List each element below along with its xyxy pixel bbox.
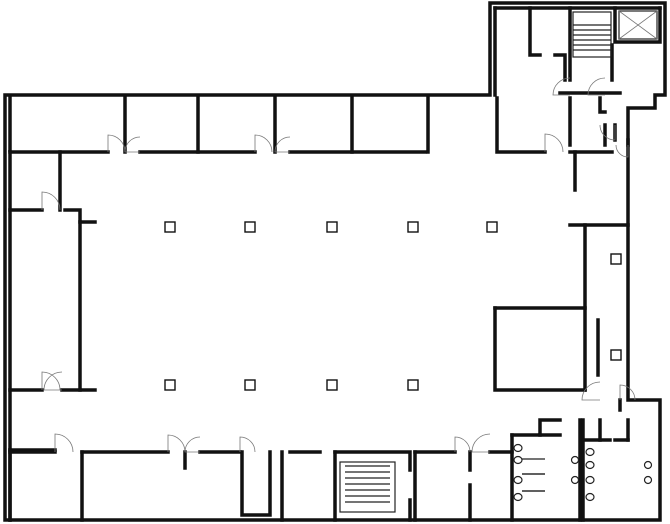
walls	[3, 1, 667, 522]
toilet	[513, 475, 523, 485]
elevator-car	[618, 10, 658, 40]
wall	[493, 306, 587, 392]
sink	[643, 475, 653, 485]
door-swing	[581, 381, 601, 401]
door-swing	[239, 436, 256, 453]
column	[326, 379, 338, 391]
door-swing	[552, 77, 571, 96]
door-swing	[41, 371, 61, 391]
sink	[643, 460, 653, 470]
toilet	[585, 447, 595, 457]
door-swing	[619, 384, 636, 401]
door-swing	[254, 134, 273, 153]
door-swing	[43, 371, 63, 391]
column	[326, 221, 338, 233]
column	[164, 379, 176, 391]
elevator	[618, 10, 658, 40]
column	[244, 221, 256, 233]
column	[164, 221, 176, 233]
toilet	[513, 443, 523, 453]
sink	[570, 455, 580, 465]
wall	[613, 6, 662, 44]
toilet	[513, 455, 523, 465]
column	[244, 379, 256, 391]
wall	[3, 1, 667, 522]
wall	[510, 418, 562, 437]
door-swing	[615, 144, 629, 158]
toilet	[585, 492, 595, 502]
wall	[528, 6, 542, 57]
door-swing	[107, 134, 126, 153]
toilet	[585, 460, 595, 470]
stairwell-south	[339, 461, 396, 513]
toilet	[585, 475, 595, 485]
wall	[598, 96, 607, 114]
wall	[553, 53, 567, 82]
column	[486, 221, 498, 233]
stair-outline	[339, 461, 396, 513]
wall	[495, 96, 547, 154]
wall	[63, 208, 97, 224]
door-swing	[471, 433, 491, 453]
door-swing	[167, 434, 186, 453]
door-swing	[54, 433, 74, 453]
door-swing	[274, 136, 291, 153]
wall	[333, 450, 412, 472]
door-swing	[599, 124, 616, 141]
wall	[78, 220, 97, 392]
restroom-fixtures	[513, 443, 653, 502]
door-swing	[41, 191, 61, 211]
column	[610, 349, 622, 361]
door-swing	[454, 436, 471, 453]
column	[407, 221, 419, 233]
column	[407, 379, 419, 391]
door-swing	[124, 136, 141, 153]
stairwell-north	[572, 11, 612, 58]
structural-columns	[164, 221, 622, 391]
door-swing	[184, 436, 201, 453]
door-swing	[587, 77, 606, 96]
elevator-cross	[618, 10, 658, 40]
sink	[570, 475, 580, 485]
toilet	[513, 492, 523, 502]
doors	[41, 77, 636, 453]
wall	[240, 450, 272, 517]
column	[610, 253, 622, 265]
door-swing	[544, 133, 564, 153]
